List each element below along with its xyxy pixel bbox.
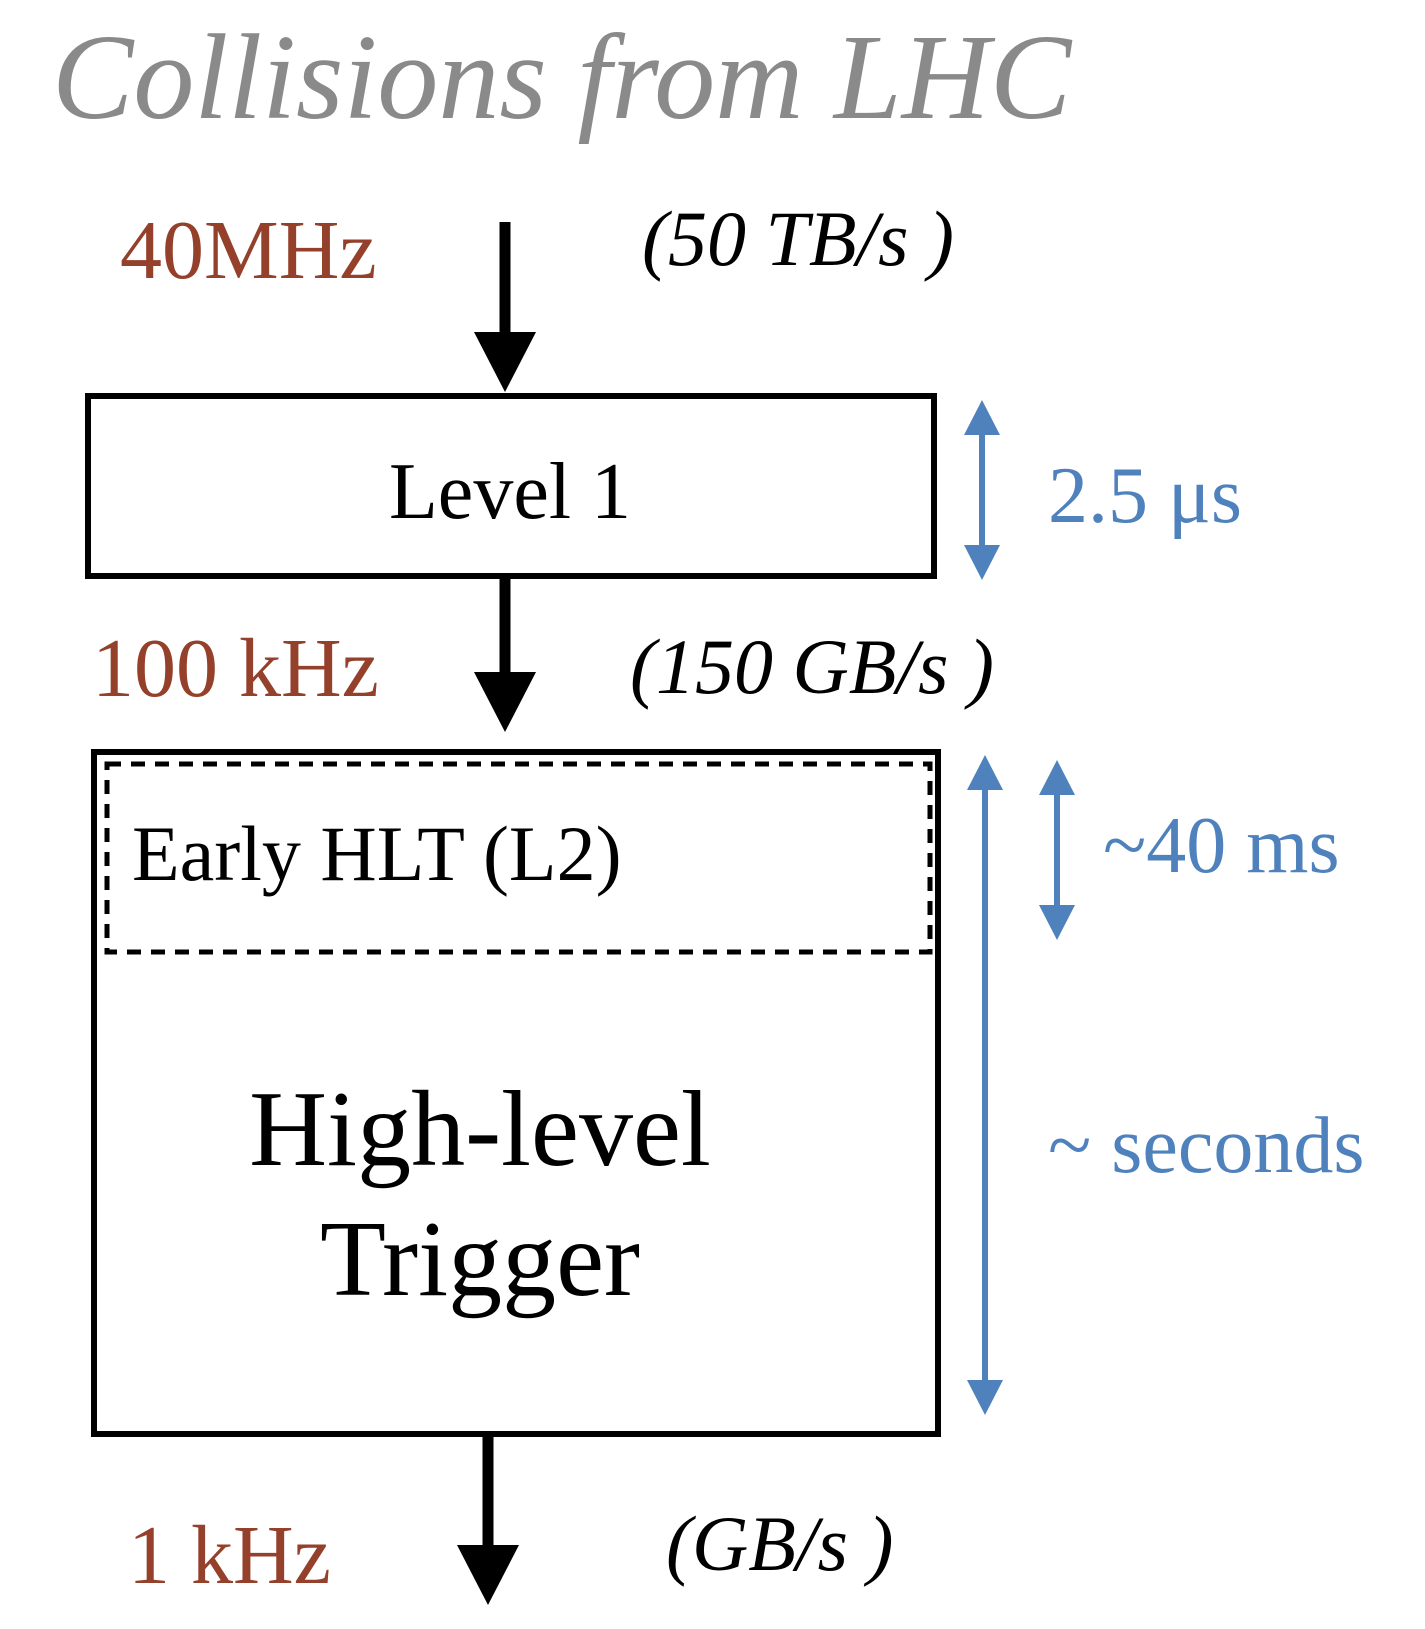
hlt-box	[91, 749, 941, 1437]
diagram-title: Collisions from LHC	[52, 10, 1073, 145]
hlt-label-line2: Trigger	[320, 1200, 640, 1319]
level1-label: Level 1	[389, 448, 631, 536]
bandwidth-50tbs: (50 TB/s )	[642, 195, 954, 282]
arrow-level1-to-hlt	[474, 576, 536, 732]
hlt-latency: ~ seconds	[1048, 1102, 1365, 1190]
early-hlt-latency: ~40 ms	[1103, 802, 1340, 890]
arrow-hlt-output	[457, 1434, 519, 1605]
level1-latency: 2.5 μs	[1048, 452, 1242, 540]
rate-1khz: 1 kHz	[128, 1509, 331, 1602]
rate-100khz: 100 kHz	[92, 622, 379, 715]
level1-latency-arrow	[964, 400, 1000, 580]
level1-box	[85, 393, 937, 579]
early-hlt-box	[104, 761, 933, 955]
bandwidth-150gbs: (150 GB/s )	[630, 623, 994, 710]
hlt-latency-arrow	[967, 755, 1003, 1415]
bandwidth-gbs: (GB/s )	[666, 1500, 893, 1587]
hlt-label-line1: High-level	[249, 1070, 711, 1189]
rate-40mhz: 40MHz	[120, 204, 377, 297]
arrow-lhc-to-level1	[474, 222, 536, 392]
early-hlt-label: Early HLT (L2)	[132, 810, 622, 897]
early-hlt-latency-arrow	[1039, 760, 1075, 940]
